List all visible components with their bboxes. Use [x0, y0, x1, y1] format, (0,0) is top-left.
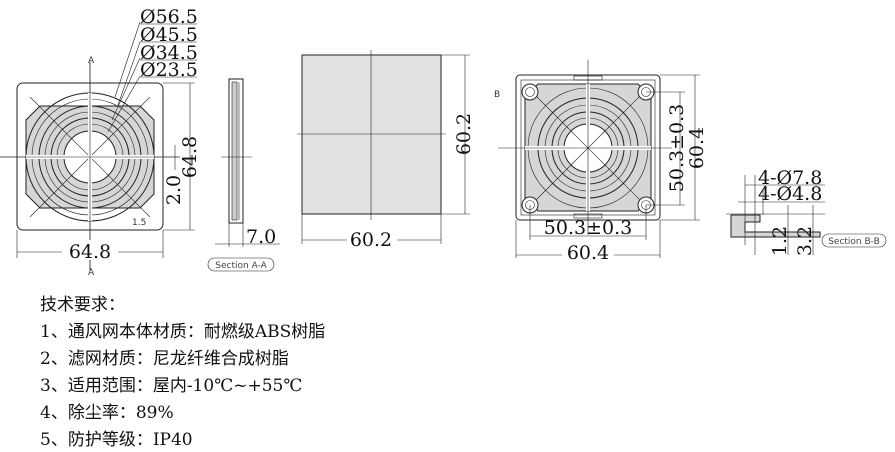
hole-pitch-h-dim: 50.3±0.3 [544, 217, 632, 239]
width-dim-b: 60.4 [567, 242, 609, 264]
front-view: Ø56.5 Ø45.5 Ø34.5 Ø23.5 A A 1.5 64.8 2.0… [0, 6, 201, 278]
diameter-label: Ø45.5 [140, 24, 198, 46]
note-item: 1、通风网本体材质：耐燃级ABS树脂 [40, 322, 326, 342]
section-b-label: Section B-B [828, 237, 880, 247]
section-b-b: 4-Ø7.8 4-Ø4.8 1.2 3.2 Section B-B [726, 167, 887, 256]
diameter-label: Ø34.5 [140, 42, 198, 64]
height-dim: 64.8 [179, 136, 201, 178]
filter-view: 60.2 60.2 [297, 50, 475, 251]
note-item: 2、滤网材质：尼龙纤维合成树脂 [40, 349, 289, 369]
note-item: 4、除尘率：89% [40, 403, 174, 423]
section-mark-bottom: A [88, 268, 95, 278]
technical-requirements: 技术要求： 1、通风网本体材质：耐燃级ABS树脂 2、滤网材质：尼龙纤维合成树脂… [40, 292, 325, 452]
thickness-dim: 7.0 [246, 226, 276, 248]
filter-height-dim: 60.2 [453, 113, 475, 155]
section-mark-b: B [494, 90, 500, 100]
section-mark-top: A [88, 56, 95, 66]
diameter-label: Ø23.5 [140, 59, 198, 81]
hole-outer-dim: 4-Ø7.8 [758, 167, 822, 189]
width-dim: 64.8 [69, 241, 111, 263]
hole-pitch-v-dim: 50.3±0.3 [666, 104, 688, 192]
note-item: 5、防护等级：IP40 [40, 430, 193, 450]
back-view: B 50.3±0.3 60.4 50.3±0.3 60.4 [494, 60, 708, 264]
corner-dim: 1.5 [132, 218, 146, 228]
note-item: 3、适用范围：屋内-10℃~+55℃ [40, 376, 303, 396]
notes-title: 技术要求： [40, 295, 125, 315]
hole-inner-dim: 4-Ø4.8 [758, 183, 822, 205]
filter-width-dim: 60.2 [350, 229, 392, 251]
height-dim-b: 60.4 [686, 127, 708, 169]
dim-3-2: 3.2 [794, 226, 816, 256]
diameter-label: Ø56.5 [140, 6, 198, 28]
dim-1-2: 1.2 [769, 226, 791, 256]
offset-dim: 2.0 [163, 175, 185, 205]
section-a-label: Section A-A [215, 261, 267, 271]
section-a-a: 7.0 Section A-A [207, 78, 280, 272]
